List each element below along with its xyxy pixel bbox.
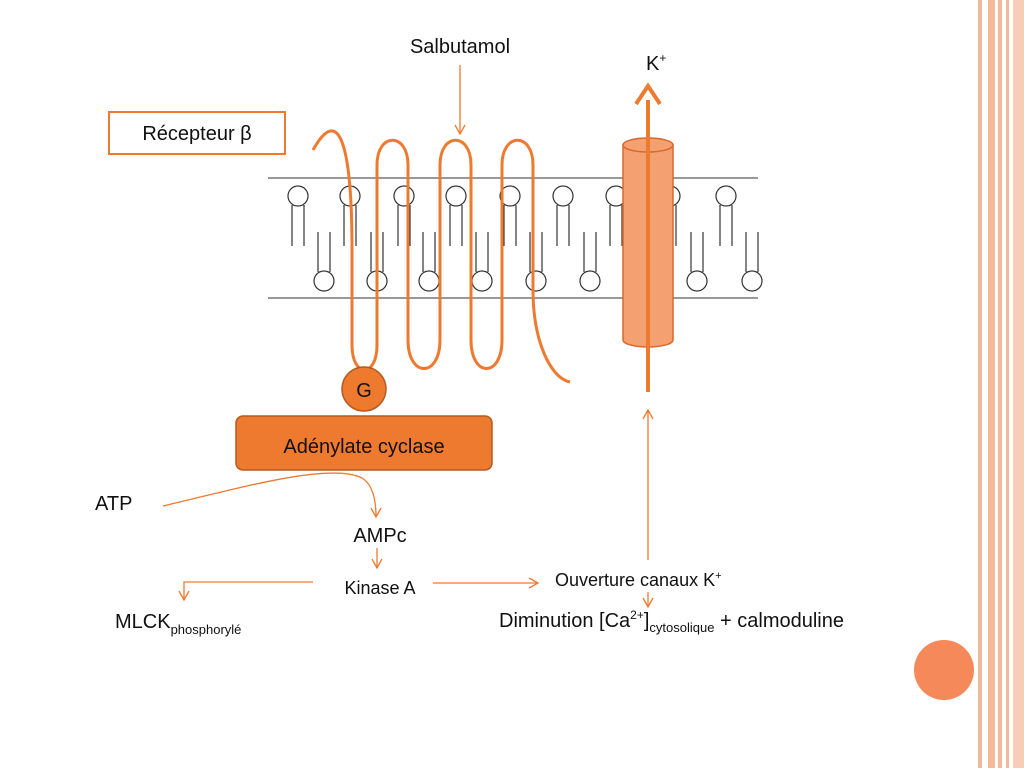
diminution-label: Diminution [Ca2+]cytosolique + calmoduli…: [499, 608, 844, 635]
salbutamol-label: Salbutamol: [410, 36, 510, 58]
adenylate-cyclase-box: [235, 415, 493, 471]
lipid-inner: [525, 232, 547, 292]
receptor-label: Récepteur β: [142, 123, 251, 145]
kinase-a-label: Kinase A: [344, 578, 415, 598]
cell-membrane: [268, 177, 763, 299]
atp-to-ampc-arrow: [162, 472, 382, 519]
adenylate-cyclase-label: Adénylate cyclase: [283, 436, 444, 458]
lipid-outer: [715, 185, 737, 246]
lipid-inner: [418, 232, 440, 292]
mlck-label: MLCKphosphorylé: [115, 611, 241, 637]
lipid-outer: [287, 185, 309, 246]
ampc-label: AMPc: [353, 525, 406, 547]
lipid-inner: [313, 232, 335, 292]
atp-label: ATP: [95, 493, 132, 515]
g-protein-label: G: [356, 380, 372, 402]
lipid-outer: [393, 185, 415, 246]
g-protein-circle: [341, 366, 387, 412]
decorative-circle: [914, 640, 974, 700]
lipid-inner: [579, 232, 601, 292]
lipid-outer: [445, 185, 467, 246]
receptor-label-box: [108, 111, 286, 155]
beta-receptor-serpentine: [311, 129, 571, 384]
ouverture-label: Ouverture canaux K+: [555, 570, 722, 590]
k-efflux-arrow: [634, 82, 662, 392]
lipid-layer-inner: [313, 232, 763, 292]
lipid-outer: [552, 185, 574, 246]
lipid-inner: [686, 232, 708, 292]
frame-stripes: [978, 0, 1024, 768]
lipid-outer: [499, 185, 521, 246]
kinase-to-mlck-arrow: [178, 581, 313, 602]
lipid-inner: [741, 232, 763, 292]
lipid-inner: [471, 232, 493, 292]
lipid-outer: [605, 185, 627, 246]
k-ion-label: K+: [646, 51, 666, 75]
